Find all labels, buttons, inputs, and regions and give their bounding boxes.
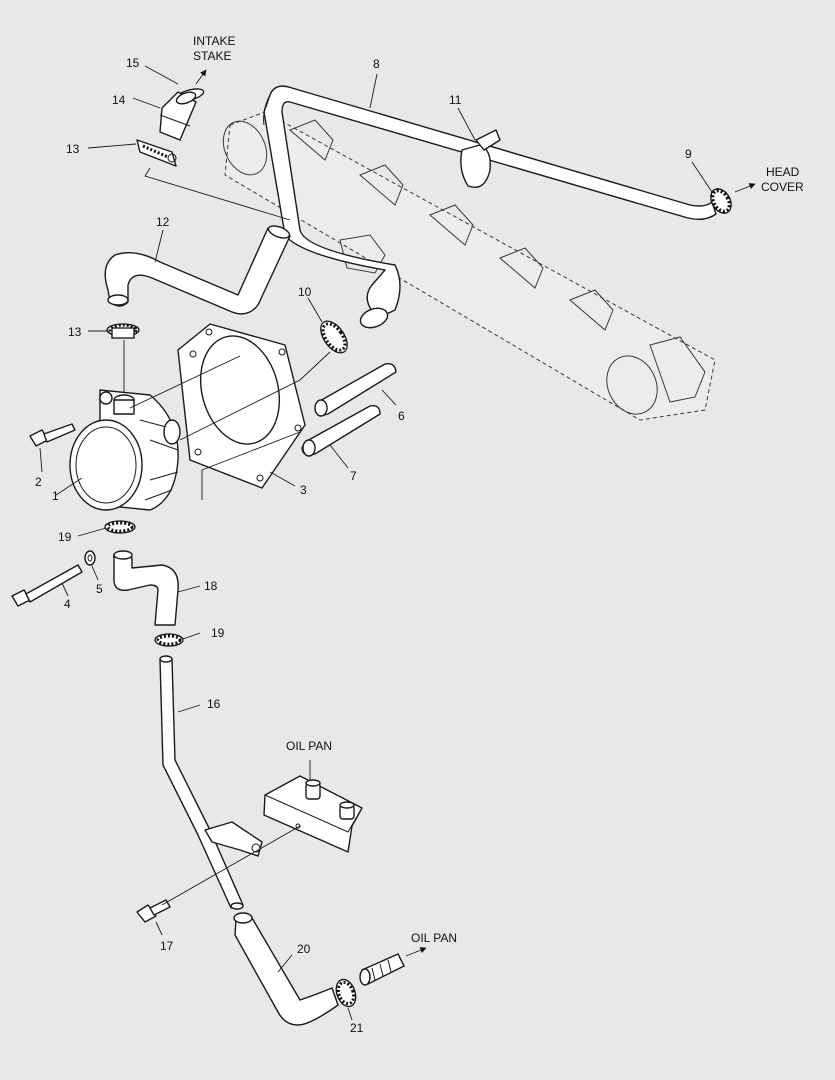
callout-7: 7 <box>350 469 357 483</box>
clamp-13-upper <box>136 139 177 167</box>
callout-3: 3 <box>300 483 307 497</box>
bolt-2 <box>29 423 76 447</box>
oil-pan-note-lower: OIL PAN <box>411 931 457 945</box>
hose-7 <box>301 404 381 457</box>
hose-20 <box>233 912 339 1026</box>
washer-5 <box>84 550 96 566</box>
callout-10: 10 <box>298 285 312 299</box>
callout-12: 12 <box>156 215 170 229</box>
leader-lines <box>39 65 713 1021</box>
clamp-19-upper <box>104 520 136 534</box>
hose-18 <box>112 550 179 626</box>
callout-8: 8 <box>373 57 380 71</box>
gasket-3 <box>177 323 306 489</box>
clamp-9 <box>710 188 732 214</box>
clip-11 <box>460 129 501 188</box>
callout-2: 2 <box>35 475 42 489</box>
callout-4: 4 <box>64 597 71 611</box>
tube-16 <box>159 655 263 910</box>
callout-13-lower: 13 <box>68 325 82 339</box>
oil-pan-bracket <box>263 775 363 853</box>
callout-19-lower: 19 <box>211 626 225 640</box>
callout-13-upper: 13 <box>66 142 80 156</box>
callout-16: 16 <box>207 697 221 711</box>
callout-18: 18 <box>204 579 218 593</box>
callout-17: 17 <box>160 939 174 953</box>
oil-pan-fitting <box>359 953 405 986</box>
head-cover-note-line2: COVER <box>761 180 804 194</box>
head-cover-arrow <box>734 183 756 193</box>
hose-6 <box>314 362 397 417</box>
callout-21: 21 <box>350 1021 364 1035</box>
callout-1: 1 <box>52 489 59 503</box>
separator-body-1 <box>69 389 181 511</box>
intake-stake-note-line1: INTAKE <box>193 34 235 48</box>
notes: INTAKE STAKE HEAD COVER OIL PAN OIL PAN <box>193 34 804 945</box>
callout-6: 6 <box>398 409 405 423</box>
clamp-10 <box>320 320 348 354</box>
callout-15: 15 <box>126 56 140 70</box>
callout-numbers: 15 14 13 12 8 11 9 10 13 6 7 3 2 1 19 4 … <box>35 56 692 1035</box>
callout-11: 11 <box>449 93 462 107</box>
breather-tube-8 <box>263 85 717 329</box>
callout-9: 9 <box>685 147 692 161</box>
callout-14: 14 <box>112 93 126 107</box>
fitting-14 <box>159 91 197 141</box>
hose-12 <box>104 225 291 315</box>
clamp-21 <box>335 978 357 1008</box>
clamp-13-lower <box>106 323 140 339</box>
head-cover-note-line1: HEAD <box>766 165 800 179</box>
oil-pan-note-upper: OIL PAN <box>286 739 332 753</box>
intake-stake-arrow <box>195 69 207 85</box>
bolt-4 <box>11 564 83 607</box>
intake-stake-note-line2: STAKE <box>193 49 231 63</box>
oil-pan-arrow <box>405 947 427 957</box>
callout-5: 5 <box>96 582 103 596</box>
callout-20: 20 <box>297 942 311 956</box>
clamp-19-lower <box>154 633 184 647</box>
callout-19-upper: 19 <box>58 530 72 544</box>
